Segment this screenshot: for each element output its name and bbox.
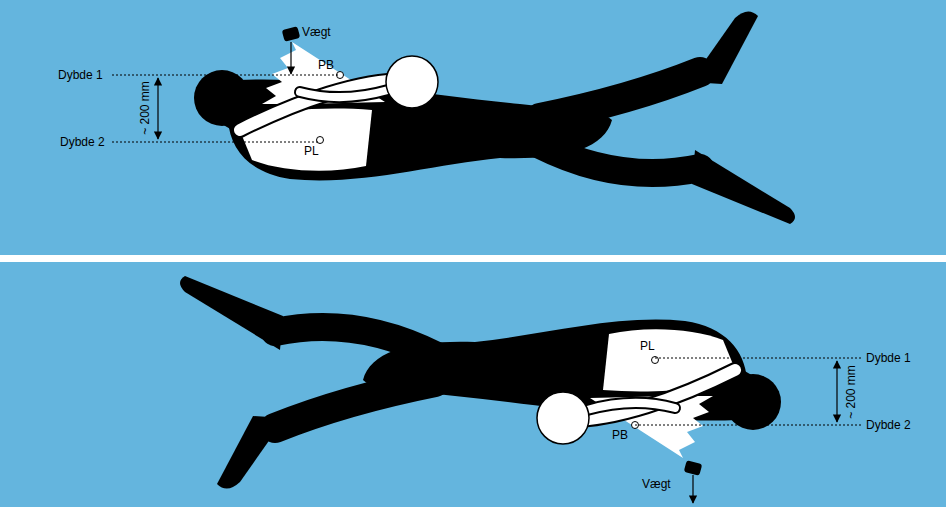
weight-arrow — [290, 42, 291, 74]
point-label: PB — [318, 58, 334, 72]
depth-line — [655, 358, 862, 359]
weight-symbol — [684, 460, 703, 476]
diver-silhouette — [194, 11, 795, 224]
weight-label: Vægt — [642, 477, 671, 491]
depth-line — [635, 425, 862, 426]
depth-line — [112, 142, 320, 143]
point-label: PB — [612, 428, 628, 442]
diver-silhouette — [180, 276, 781, 489]
dimension-label: ~ 200 mm — [138, 81, 152, 135]
water-panel — [0, 262, 946, 507]
dimension-arrow — [157, 78, 158, 139]
point-label: PL — [304, 144, 319, 158]
dimension-arrow — [836, 361, 837, 422]
weight-label: Vægt — [302, 25, 331, 39]
depth-label: Dybde 1 — [866, 351, 911, 365]
dimension-label: ~ 200 mm — [844, 365, 858, 419]
depth-line — [112, 75, 340, 76]
weight-arrow — [692, 475, 693, 503]
weight-symbol — [282, 26, 301, 42]
diver-top — [112, 11, 795, 224]
point-label: PL — [640, 339, 655, 353]
depth-label: Dybde 2 — [866, 418, 911, 432]
diver-bottom — [180, 276, 862, 503]
depth-label: Dybde 1 — [58, 68, 103, 82]
depth-label: Dybde 2 — [60, 135, 105, 149]
water-panel — [0, 0, 946, 255]
